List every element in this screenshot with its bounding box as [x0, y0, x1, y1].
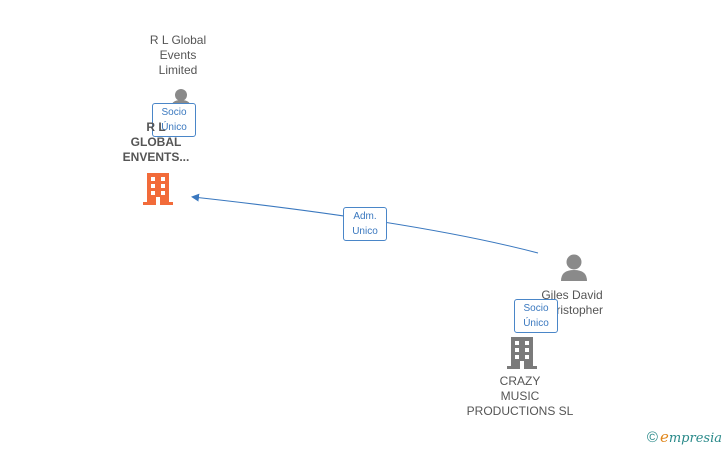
node-rl-global-events-limited-label[interactable]: R L Global Events Limited	[133, 33, 223, 78]
name-line: PRODUCTIONS SL	[466, 404, 574, 418]
edge-label-socio-unico-1[interactable]: Socio Único	[152, 103, 196, 137]
edge-adm-unico	[191, 193, 539, 254]
name-line: R L Global	[149, 33, 207, 47]
building-icon[interactable]	[142, 171, 174, 205]
label-line: Socio	[523, 303, 549, 314]
label-line: Único	[161, 122, 187, 133]
node-crazy-music-productions-label[interactable]: CRAZY MUSIC PRODUCTIONS SL	[465, 374, 575, 419]
brand-initial: e	[659, 428, 669, 446]
person-icon[interactable]	[560, 253, 588, 281]
building-icon[interactable]	[506, 335, 538, 369]
name-line: Giles David	[541, 288, 603, 302]
name-line: R L	[146, 120, 166, 134]
label-line: Adm.	[353, 211, 377, 222]
label-line: Único	[523, 318, 549, 329]
name-line: MUSIC	[500, 389, 540, 403]
edge-label-adm-unico[interactable]: Adm. Unico	[343, 207, 387, 241]
brand-name: mpresia	[668, 431, 722, 446]
name-line: ENVENTS...	[122, 150, 190, 164]
empresia-logo: ©empresia	[647, 428, 722, 446]
node-rl-global-envents-label[interactable]: R L GLOBAL ENVENTS...	[113, 120, 199, 165]
name-line: CRAZY	[499, 374, 541, 388]
label-line: Unico	[352, 226, 378, 237]
name-line: Events	[159, 48, 197, 62]
edge-label-socio-unico-2[interactable]: Socio Único	[514, 299, 558, 333]
label-line: Socio	[161, 107, 187, 118]
name-line: GLOBAL	[130, 135, 182, 149]
copyright-icon: ©	[646, 429, 658, 446]
name-line: Limited	[158, 63, 198, 77]
